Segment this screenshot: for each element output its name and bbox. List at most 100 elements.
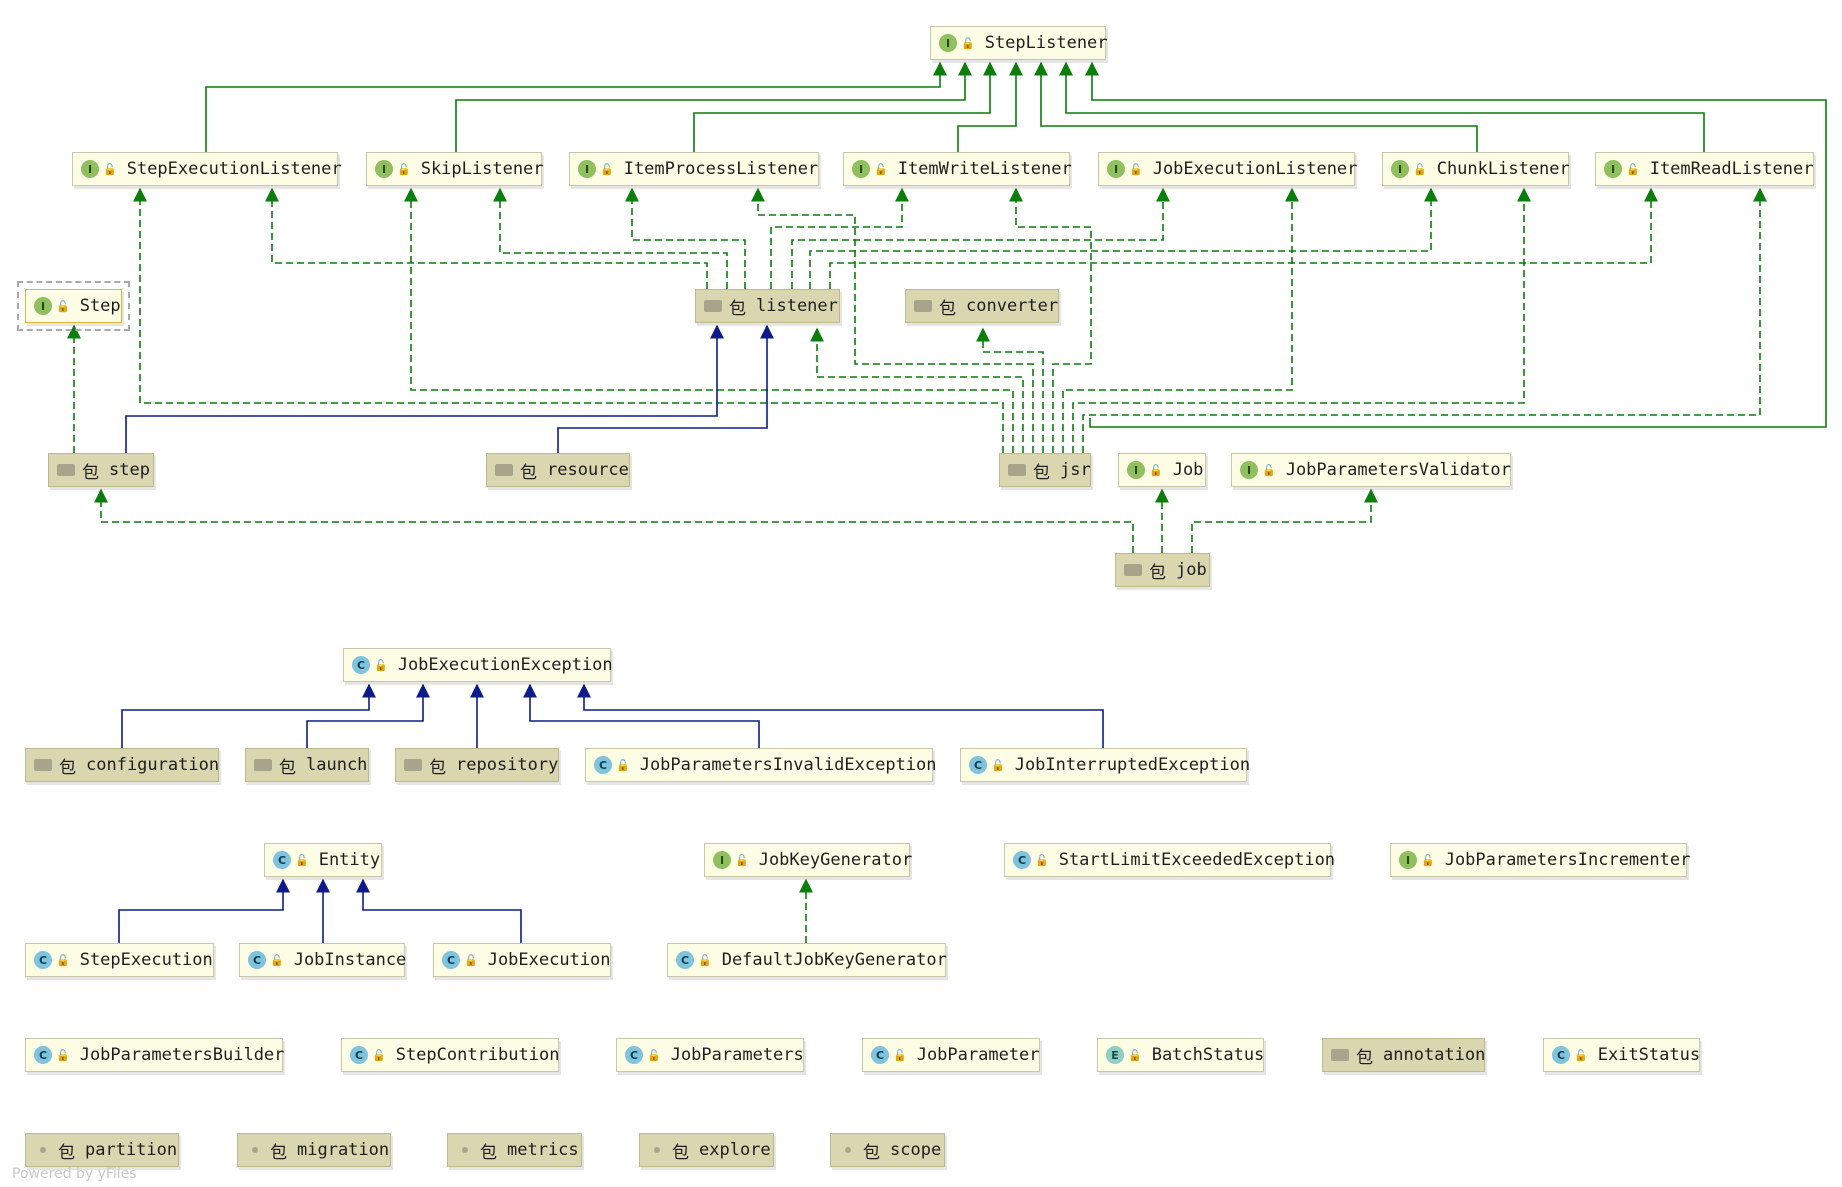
- package-prefix: 包: [863, 1142, 880, 1163]
- public-lock-icon: 🔓: [991, 758, 1005, 772]
- node-label: launch: [306, 755, 368, 775]
- node-JobParametersInvalidException[interactable]: C🔓JobParametersInvalidException: [585, 748, 937, 782]
- node-JobExecution[interactable]: C🔓JobExecution: [433, 943, 611, 977]
- package-prefix: 包: [59, 757, 76, 778]
- node-JobParameter[interactable]: C🔓JobParameter: [862, 1038, 1040, 1072]
- node-ChunkListener[interactable]: I🔓ChunkListener: [1382, 152, 1570, 186]
- node-Step[interactable]: I🔓Step: [17, 281, 130, 331]
- interface-badge-icon: I: [939, 34, 957, 52]
- node-ItemReadListener[interactable]: I🔓ItemReadListener: [1595, 152, 1814, 186]
- node-ItemWriteListener[interactable]: I🔓ItemWriteListener: [843, 152, 1072, 186]
- node-label: migration: [297, 1140, 390, 1160]
- package-prefix: 包: [480, 1142, 497, 1163]
- public-lock-icon: 🔓: [1035, 853, 1049, 867]
- node-JobKeyGenerator[interactable]: I🔓JobKeyGenerator: [704, 843, 912, 877]
- class-badge-icon: C: [1552, 1046, 1570, 1064]
- folder-icon: [495, 464, 513, 476]
- interface-badge-icon: I: [1604, 160, 1622, 178]
- node-label: StepExecutionListener: [126, 159, 342, 179]
- node-label: repository: [456, 755, 559, 775]
- public-lock-icon: 🔓: [961, 36, 975, 50]
- realization-edge-6: [1085, 61, 1827, 428]
- node-SkipListener[interactable]: I🔓SkipListener: [366, 152, 544, 186]
- interface-badge-icon: I: [1240, 461, 1258, 479]
- inheritance-edge-35: [577, 683, 1104, 748]
- node-StepExecution[interactable]: C🔓StepExecution: [25, 943, 214, 977]
- class-badge-icon: C: [625, 1046, 643, 1064]
- dependency-edge-16: [810, 327, 1024, 453]
- node-StepExecutionListener[interactable]: I🔓StepExecutionListener: [72, 152, 342, 186]
- node-Job[interactable]: I🔓Job: [1118, 453, 1206, 487]
- node-label: ChunkListener: [1436, 159, 1570, 179]
- node-BatchStatus[interactable]: E🔓BatchStatus: [1097, 1038, 1264, 1072]
- node-job[interactable]: 包 job: [1115, 553, 1210, 587]
- node-label: job: [1176, 560, 1207, 580]
- dependency-edge-7: [265, 187, 708, 289]
- public-lock-icon: 🔓: [270, 953, 284, 967]
- class-badge-icon: C: [273, 851, 291, 869]
- package-prefix: 包: [672, 1142, 689, 1163]
- node-StepListener[interactable]: I🔓StepListener: [930, 26, 1108, 60]
- node-label: listener: [756, 296, 838, 316]
- class-badge-icon: C: [442, 951, 460, 969]
- folder-icon: [404, 759, 422, 771]
- node-StepContribution[interactable]: C 🔓 StepContribution: [341, 1038, 559, 1072]
- node-label: resource: [547, 460, 629, 480]
- public-lock-icon: 🔓: [1574, 1048, 1588, 1062]
- node-JobInstance[interactable]: C🔓JobInstance: [239, 943, 406, 977]
- package-prefix: 包: [1356, 1047, 1373, 1068]
- public-lock-icon: 🔓: [600, 162, 614, 176]
- class-badge-icon: C: [34, 1046, 52, 1064]
- public-lock-icon: 🔓: [372, 1048, 386, 1062]
- node-JobInterruptedException[interactable]: C🔓JobInterruptedException: [960, 748, 1250, 782]
- node-explore[interactable]: 包 explore: [639, 1133, 774, 1167]
- node-JobParametersIncrementer[interactable]: I🔓JobParametersIncrementer: [1390, 843, 1690, 877]
- node-JobExecutionException[interactable]: C🔓JobExecutionException: [343, 648, 613, 682]
- node-StartLimitExceededException[interactable]: C🔓StartLimitExceededException: [1004, 843, 1335, 877]
- interface-badge-icon: I: [375, 160, 393, 178]
- node-JobParametersBuilder[interactable]: C🔓JobParametersBuilder: [25, 1038, 284, 1072]
- node-label: StartLimitExceededException: [1058, 850, 1336, 870]
- node-label: Entity: [318, 850, 381, 870]
- node-label: StepContribution: [395, 1045, 560, 1065]
- public-lock-icon: 🔓: [1421, 853, 1435, 867]
- class-badge-icon: C: [352, 656, 370, 674]
- node-JobExecutionListener[interactable]: I🔓JobExecutionListener: [1098, 152, 1357, 186]
- package-prefix: 包: [82, 462, 99, 483]
- package-dot-icon: [462, 1147, 468, 1153]
- inheritance-edge-32: [306, 683, 430, 748]
- node-ItemProcessListener[interactable]: I🔓ItemProcessListener: [569, 152, 819, 186]
- node-label: JobParametersInvalidException: [639, 755, 937, 775]
- node-label: ItemReadListener: [1649, 159, 1814, 179]
- package-dot-icon: [252, 1147, 258, 1153]
- dependency-edge-11: [791, 187, 1170, 289]
- node-label: explore: [699, 1140, 771, 1160]
- node-Entity[interactable]: C🔓Entity: [264, 843, 382, 877]
- interface-badge-icon: I: [1399, 851, 1417, 869]
- package-dot-icon: [40, 1147, 46, 1153]
- class-badge-icon: C: [350, 1046, 368, 1064]
- node-JobParameters[interactable]: C🔓JobParameters: [616, 1038, 804, 1072]
- package-prefix: 包: [1149, 562, 1166, 583]
- node-JobParametersValidator[interactable]: I🔓JobParametersValidator: [1231, 453, 1511, 487]
- package-dot-icon: [845, 1147, 851, 1153]
- public-lock-icon: 🔓: [1129, 162, 1143, 176]
- public-lock-icon: 🔓: [893, 1048, 907, 1062]
- public-lock-icon: 🔓: [1149, 463, 1163, 477]
- node-ExitStatus[interactable]: C🔓ExitStatus: [1543, 1038, 1700, 1072]
- public-lock-icon: 🔓: [103, 162, 117, 176]
- node-DefaultJobKeyGenerator[interactable]: C🔓DefaultJobKeyGenerator: [667, 943, 947, 977]
